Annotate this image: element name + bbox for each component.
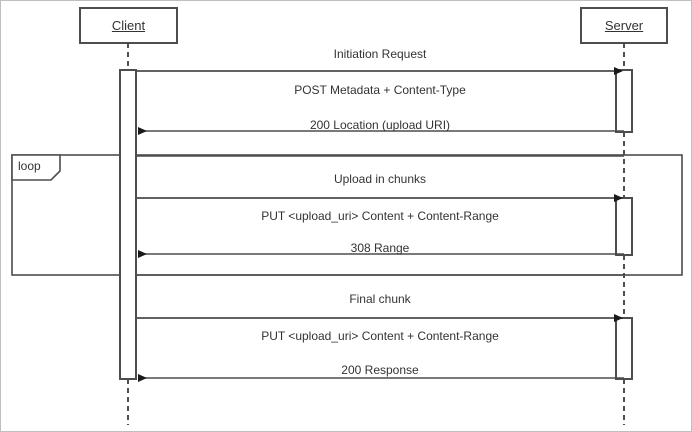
activation-bar-server-2 [615,197,633,256]
participant-box-server [580,7,668,44]
message-label-put-final: PUT <upload_uri> Content + Content-Range [261,329,499,343]
group-header-initiation-request: Initiation Request [333,47,427,61]
message-label-308-range: 308 Range [350,241,410,255]
message-label-200-response: 200 Response [341,363,419,377]
group-header-final-chunk: Final chunk [349,292,411,306]
message-label-put-chunk: PUT <upload_uri> Content + Content-Range [261,209,499,223]
message-label-post-metadata: POST Metadata + Content-Type [294,83,466,97]
group-separators [136,70,624,319]
message-label-200-location: 200 Location (upload URI) [309,118,451,132]
participant-box-client [79,7,178,44]
loop-fragment-operator-label: loop [18,159,41,173]
activation-bar-client [119,69,137,380]
group-header-upload-in-chunks: Upload in chunks [333,172,427,186]
activation-bar-server-1 [615,69,633,133]
participant-label-client: Client [111,18,146,33]
participant-label-server: Server [604,18,644,33]
activation-bar-server-3 [615,317,633,380]
